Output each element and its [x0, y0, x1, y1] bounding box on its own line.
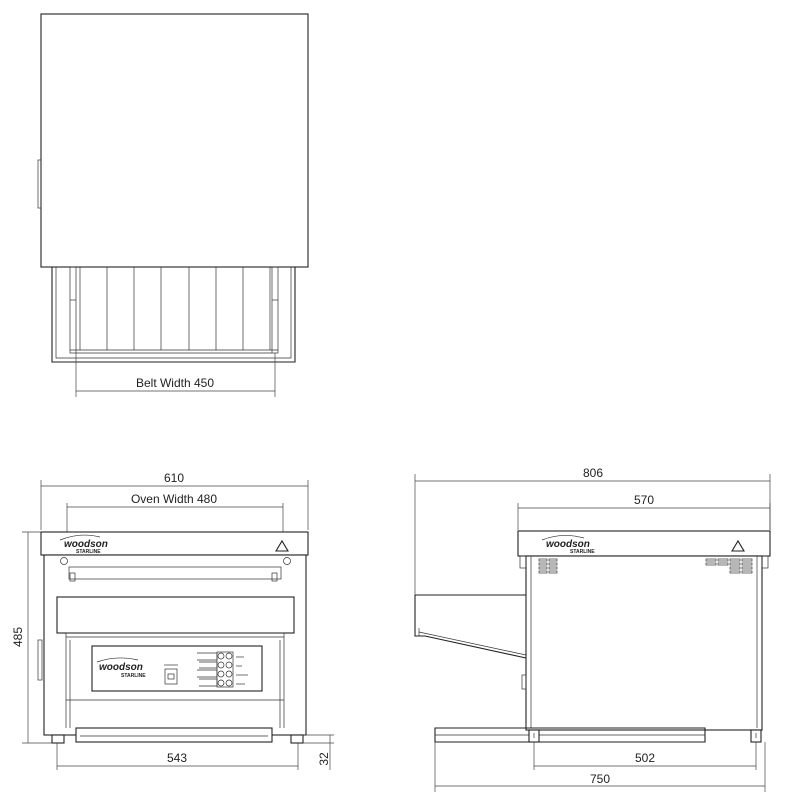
top-view-conveyor-frame — [51, 267, 296, 363]
vents-left — [538, 558, 558, 574]
foot-height-label: 32 — [317, 752, 331, 766]
foot-height-dimension: 32 — [303, 734, 334, 770]
belt-slats — [79, 267, 271, 350]
base-width-dimension: 543 — [56, 743, 299, 770]
svg-text:STARLINE: STARLINE — [570, 549, 595, 555]
front-top-slot — [68, 566, 282, 580]
front-screw-right-icon — [283, 557, 291, 565]
side-base-tray — [434, 727, 706, 743]
body-length-label: 570 — [634, 493, 654, 507]
side-logo: woodson STARLINE — [541, 535, 595, 555]
front-foot-right — [290, 734, 304, 744]
svg-text:STARLINE: STARLINE — [76, 549, 101, 555]
belt-width-label: Belt Width 450 — [136, 376, 214, 390]
svg-text:STARLINE: STARLINE — [121, 673, 146, 679]
top-view-hood — [40, 13, 309, 268]
oven-width-label: Oven Width 480 — [131, 492, 217, 506]
front-foot-left — [51, 734, 65, 744]
side-conveyor-outline — [414, 595, 527, 659]
front-view: 610 Oven Width 480 woodson STARLINE — [11, 471, 334, 770]
height-label: 485 — [11, 627, 25, 647]
front-conveyor-shelf — [56, 596, 295, 634]
height-dimension: 485 — [11, 531, 52, 744]
total-base-label: 750 — [590, 772, 610, 786]
belt-width-dimension: Belt Width 450 — [75, 353, 276, 397]
vents-right — [705, 558, 753, 574]
svg-text:woodson: woodson — [99, 662, 143, 673]
power-switch — [164, 668, 178, 685]
front-body — [43, 554, 307, 736]
top-view: Belt Width 450 — [37, 13, 309, 397]
svg-text:woodson: woodson — [546, 539, 590, 550]
side-header-band — [517, 530, 771, 557]
svg-text:woodson: woodson — [64, 539, 108, 550]
base-length-dimension: 502 — [533, 742, 757, 770]
top-view-conveyor-inner — [55, 267, 292, 359]
side-view: 806 570 woodson STARLINE — [414, 466, 771, 792]
front-width-label: 610 — [164, 471, 184, 485]
side-warning-icon — [731, 539, 745, 552]
top-view-right-rail — [271, 266, 279, 354]
top-view-left-rail — [69, 266, 77, 354]
panel-logo: woodson STARLINE — [96, 657, 146, 679]
base-width-label: 543 — [167, 751, 187, 765]
warning-icon — [275, 539, 289, 552]
body-length-dimension: 570 — [517, 493, 771, 530]
front-width-dimension: 610 — [40, 471, 309, 530]
front-screw-left-icon — [60, 557, 68, 565]
base-length-label: 502 — [635, 751, 655, 765]
control-knobs — [197, 651, 248, 688]
side-body — [525, 555, 763, 731]
overall-length-label: 806 — [583, 466, 603, 480]
front-logo: woodson STARLINE — [59, 534, 108, 555]
total-base-dimension: 750 — [434, 742, 766, 792]
oven-width-dimension: Oven Width 480 — [66, 492, 284, 532]
top-view-side-tab — [37, 159, 42, 209]
front-crumb-tray — [75, 727, 273, 743]
